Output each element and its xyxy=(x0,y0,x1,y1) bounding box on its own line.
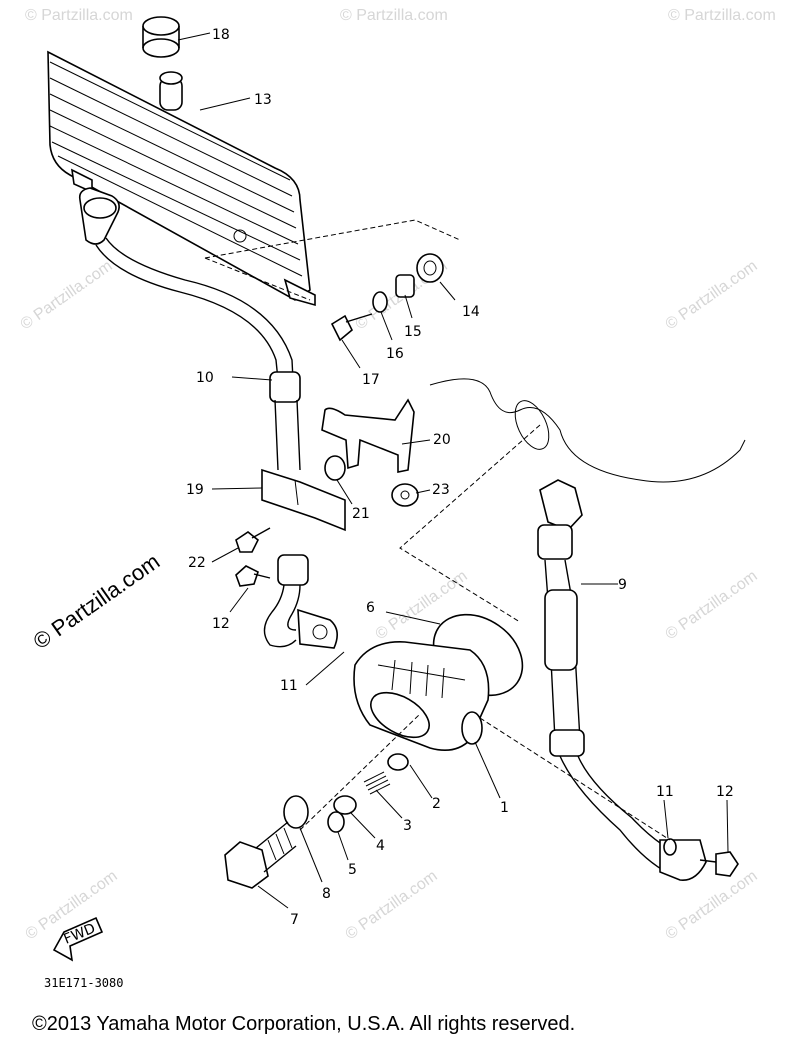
collar-and-nut xyxy=(324,455,419,507)
callout-1: 1 xyxy=(500,800,509,816)
grommet-18 xyxy=(142,16,180,58)
callout-11-left: 11 xyxy=(280,678,298,694)
mount-parts xyxy=(330,253,444,342)
clamp-19 xyxy=(261,468,346,532)
callout-9: 9 xyxy=(618,577,627,593)
callout-18: 18 xyxy=(212,27,230,43)
engine-outline xyxy=(429,378,746,483)
oil-hose-upper xyxy=(78,187,338,649)
watermark: © Partzilla.com xyxy=(340,7,448,24)
callout-5: 5 xyxy=(348,862,357,878)
callout-11-right: 11 xyxy=(656,784,674,800)
leader-lines xyxy=(177,32,729,909)
callout-23: 23 xyxy=(432,482,450,498)
copyright-notice: ©2013 Yamaha Motor Corporation, U.S.A. A… xyxy=(32,1013,576,1035)
callouts: 18 13 14 15 16 17 10 20 19 21 23 22 12 6… xyxy=(186,27,734,928)
fwd-label: FWD xyxy=(62,921,98,948)
callout-19: 19 xyxy=(186,482,204,498)
callout-13: 13 xyxy=(254,92,272,108)
callout-17: 17 xyxy=(362,372,380,388)
bracket-20 xyxy=(321,398,415,473)
callout-22: 22 xyxy=(188,555,206,571)
relief-valve-parts xyxy=(224,753,409,889)
callout-2: 2 xyxy=(432,796,441,812)
watermark-main: © Partzilla.com xyxy=(29,549,165,655)
watermark: © Partzilla.com xyxy=(343,868,441,944)
callout-20: 20 xyxy=(433,432,451,448)
watermark: © Partzilla.com xyxy=(663,258,761,334)
callout-8: 8 xyxy=(322,886,331,902)
callout-14: 14 xyxy=(462,304,480,320)
callout-21: 21 xyxy=(352,506,370,522)
oil-hose-lower xyxy=(537,479,739,881)
callout-12-left: 12 xyxy=(212,616,230,632)
fwd-arrow: FWD xyxy=(52,916,104,962)
oil-cooler xyxy=(47,50,316,307)
callout-7: 7 xyxy=(290,912,299,928)
callout-3: 3 xyxy=(403,818,412,834)
watermark: © Partzilla.com xyxy=(25,7,133,24)
callout-15: 15 xyxy=(404,324,422,340)
assembly-lines xyxy=(204,219,671,841)
callout-16: 16 xyxy=(386,346,404,362)
callout-4: 4 xyxy=(376,838,385,854)
bolts-left xyxy=(235,527,271,587)
oil-filter-housing xyxy=(353,641,490,751)
watermark: © Partzilla.com xyxy=(668,7,776,24)
drawing-number: 31E171-3080 xyxy=(44,976,124,990)
callout-6: 6 xyxy=(366,600,375,616)
watermark: © Partzilla.com xyxy=(663,568,761,644)
watermark: © Partzilla.com xyxy=(18,258,116,334)
callout-12-right: 12 xyxy=(716,784,734,800)
callout-10: 10 xyxy=(196,370,214,386)
